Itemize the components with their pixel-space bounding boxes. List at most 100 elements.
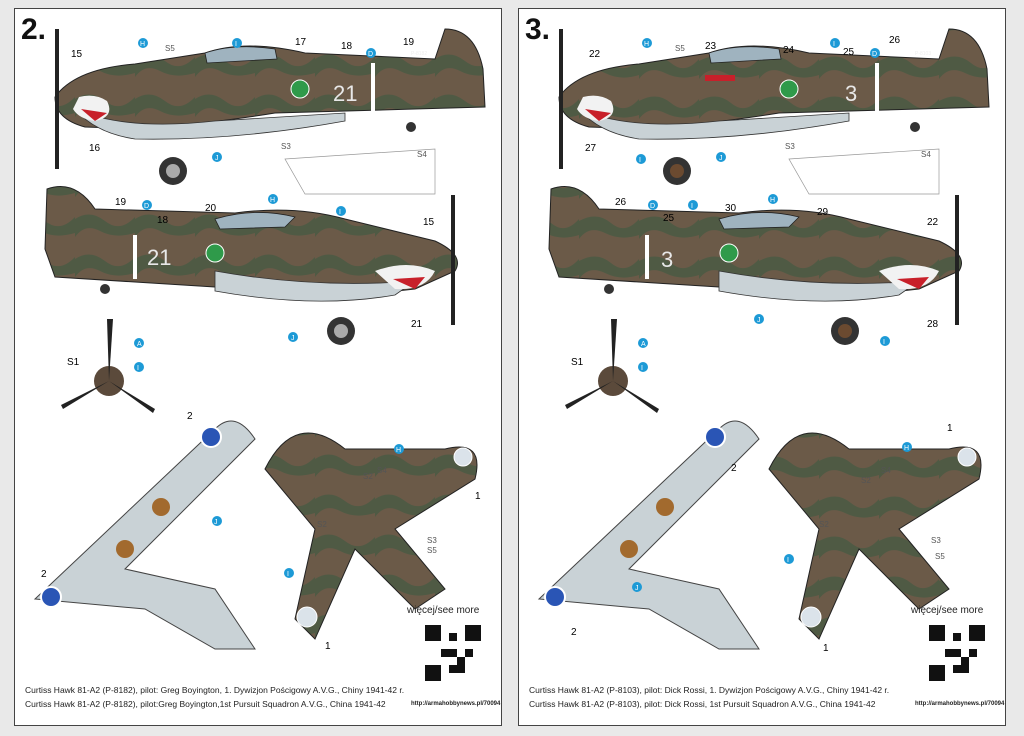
stencil-s3-b: S3: [931, 536, 941, 545]
marker-a: A: [641, 341, 646, 348]
callout-26-b: 26: [615, 197, 627, 208]
marker-h: H: [140, 41, 145, 48]
stencil-s3: S3: [785, 142, 795, 151]
callout-20: 20: [205, 203, 217, 214]
profile-number: 2.: [21, 13, 47, 46]
marker-j: J: [719, 155, 723, 162]
source-url-link[interactable]: http://armahobbynews.pl/70094: [411, 701, 501, 707]
stencil-s4: S4: [417, 150, 427, 159]
profile-sheet-3: 3. 3 P-8103 22 23 24 25 26: [518, 8, 1006, 726]
marker-j: J: [215, 155, 219, 162]
marker-d-b: D: [650, 203, 655, 210]
callout-21: 21: [411, 319, 423, 330]
callout-1-a: 1: [475, 491, 481, 502]
qr-code-icon[interactable]: [929, 625, 985, 681]
stencil-s5: S5: [165, 44, 175, 53]
marker-h-b: H: [770, 197, 775, 204]
fuselage-number-text: 3: [845, 81, 857, 106]
aircraft-artwork: 3 P-8103 22 23 24 25 26 27 S5 H I D J I …: [537, 28, 990, 654]
marker-i-b: I: [339, 209, 341, 216]
marker-i-e: I: [641, 365, 643, 372]
callout-17: 17: [295, 37, 307, 48]
profile-sheet-2: 2. 21 P-8182 15 16 17 18 19: [14, 8, 502, 726]
callout-1-a: 1: [947, 423, 953, 434]
callout-25-b: 25: [663, 213, 675, 224]
callout-1-b: 1: [823, 643, 829, 654]
callout-18: 18: [341, 41, 353, 52]
marker-j-c: J: [214, 519, 218, 526]
callout-22: 22: [589, 49, 601, 60]
see-more-label: więcej/see more: [407, 605, 480, 616]
fuselage-number-text-2: 3: [661, 247, 673, 272]
stencil-s2-a: S2: [363, 472, 373, 481]
side-view-left-facing: 21 P-8182 15 16 17 18 19 S5 H I D J: [54, 28, 486, 185]
stencil-s4-b: S4: [881, 466, 891, 475]
planform-underside: 2 2 J: [33, 411, 256, 650]
planform-upper: 1 1 S2 S2 S4 S3 S5 H I: [264, 432, 481, 652]
marker-i-f: I: [787, 557, 789, 564]
planform-underside: 2 2 J: [537, 420, 760, 650]
side-view-left-facing: 3 P-8103 22 23 24 25 26 27 S5 H I D J I: [558, 28, 990, 185]
marker-i-d: I: [883, 339, 885, 346]
callout-25: 25: [843, 47, 855, 58]
callout-22-b: 22: [927, 217, 939, 228]
marker-i: I: [235, 41, 237, 48]
stencil-s2-b: S2: [819, 520, 829, 529]
stencil-s5-b: S5: [427, 546, 437, 555]
marker-i: I: [833, 41, 835, 48]
marker-h: H: [644, 41, 649, 48]
stencil-s2-b: S2: [317, 520, 327, 529]
marker-h-c: H: [904, 445, 909, 452]
profile-number: 3.: [525, 13, 551, 46]
marker-j-b: J: [291, 335, 295, 342]
stencil-s4-b: S4: [377, 466, 387, 475]
tail-code-text: P-8182: [411, 51, 427, 57]
callout-1-b: 1: [325, 641, 331, 652]
callout-28: 28: [927, 319, 939, 330]
callout-19: 19: [403, 37, 415, 48]
stencil-s5: S5: [675, 44, 685, 53]
callout-15: 15: [71, 49, 83, 60]
propeller-front-view: S1 A I: [61, 319, 155, 413]
callout-23: 23: [705, 41, 717, 52]
callout-2-b: 2: [571, 627, 577, 638]
stencil-detail: S3 S4: [281, 142, 436, 195]
side-view-right-facing: 3 26 25 30 29 22 28 D I H J I: [548, 186, 962, 346]
stencil-s1: S1: [67, 357, 80, 368]
caption-english: Curtiss Hawk 81-A2 (P-8182), pilot:Greg …: [25, 699, 386, 709]
stencil-s3-b: S3: [427, 536, 437, 545]
propeller-front-view: S1 A I: [565, 319, 659, 413]
marker-h-b: H: [270, 197, 275, 204]
marker-d-b: D: [144, 203, 149, 210]
marker-j-b: J: [757, 317, 761, 324]
stencil-s2-a: S2: [861, 476, 871, 485]
stencil-s1: S1: [571, 357, 584, 368]
stencil-detail: S3 S4: [785, 142, 940, 195]
planform-upper: 1 1 S2 S2 S4 S3 S5 H I: [768, 423, 982, 654]
marker-d: D: [872, 51, 877, 58]
side-view-right-facing: 21 19 18 20 15 21 D H I J: [44, 186, 458, 345]
caption-english: Curtiss Hawk 81-A2 (P-8103), pilot: Dick…: [529, 699, 876, 709]
stencil-s5-b: S5: [935, 552, 945, 561]
source-url-link[interactable]: http://armahobbynews.pl/70094: [915, 701, 1005, 707]
marker-j-c: J: [635, 585, 639, 592]
callout-30: 30: [725, 203, 737, 214]
caption-polish: Curtiss Hawk 81-A2 (P-8182), pilot: Greg…: [25, 685, 405, 695]
stencil-s3: S3: [281, 142, 291, 151]
callout-2-a: 2: [187, 411, 193, 422]
callout-15-b: 15: [423, 217, 435, 228]
qr-code-icon[interactable]: [425, 625, 481, 681]
callout-19-b: 19: [115, 197, 127, 208]
marker-i-c: I: [137, 365, 139, 372]
fuselage-number-text-2: 21: [147, 245, 171, 270]
callout-16: 16: [89, 143, 101, 154]
marker-i-d: I: [287, 571, 289, 578]
caption-polish: Curtiss Hawk 81-A2 (P-8103), pilot: Dick…: [529, 685, 890, 695]
marker-i-b: I: [639, 157, 641, 164]
callout-26: 26: [889, 35, 901, 46]
callout-24: 24: [783, 45, 795, 56]
callout-27: 27: [585, 143, 597, 154]
marker-h-c: H: [396, 447, 401, 454]
callout-18-b: 18: [157, 215, 169, 226]
marker-i-c: I: [691, 203, 693, 210]
